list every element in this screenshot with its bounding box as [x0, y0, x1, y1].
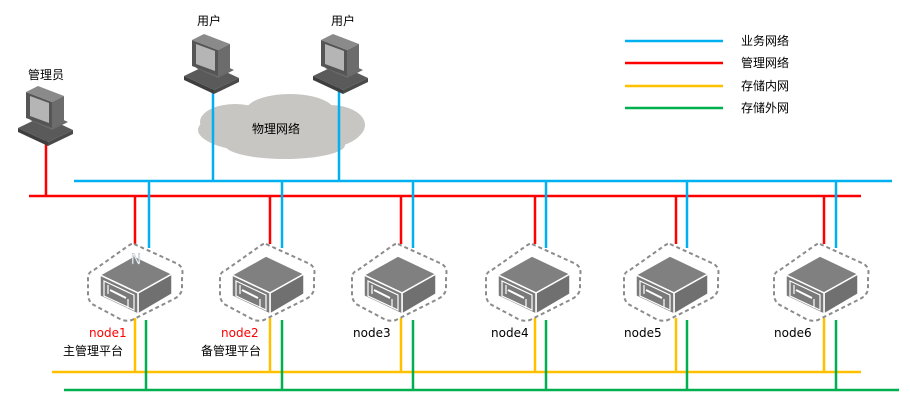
node2-server-icon[interactable] — [219, 242, 316, 322]
node-name-label: node4 — [491, 326, 529, 340]
admin-label: 管理员 — [28, 68, 65, 82]
legend — [625, 39, 723, 110]
node-name-label: node5 — [624, 326, 662, 340]
legend-label-storage-external: 存储外网 — [741, 101, 790, 115]
node1-badge: N — [131, 252, 141, 268]
node-name-label: node6 — [774, 326, 812, 340]
cloud-label: 物理网络 — [252, 122, 301, 136]
node-name-label: node3 — [353, 326, 391, 340]
user2-label: 用户 — [331, 14, 356, 28]
legend-label-storage-internal: 存储内网 — [741, 79, 790, 93]
admin-computer-icon — [18, 86, 73, 146]
node5-server-icon[interactable] — [623, 242, 720, 322]
user1-label: 用户 — [197, 14, 222, 28]
node3-server-icon[interactable] — [351, 242, 448, 322]
node-layer: N — [87, 181, 870, 390]
legend-label-business: 业务网络 — [741, 34, 790, 48]
node-name-label: node1 — [89, 326, 127, 340]
node-name-label: node2 — [221, 326, 259, 340]
node4-server-icon[interactable] — [485, 242, 582, 322]
node6-server-icon[interactable] — [773, 242, 870, 322]
user1-computer-icon — [184, 34, 239, 94]
user2-computer-icon — [313, 34, 368, 94]
node-role-label: 主管理平台 — [63, 344, 124, 358]
cloud-icon — [198, 94, 365, 159]
legend-label-management: 管理网络 — [741, 56, 790, 70]
node-role-label: 备管理平台 — [201, 344, 262, 358]
